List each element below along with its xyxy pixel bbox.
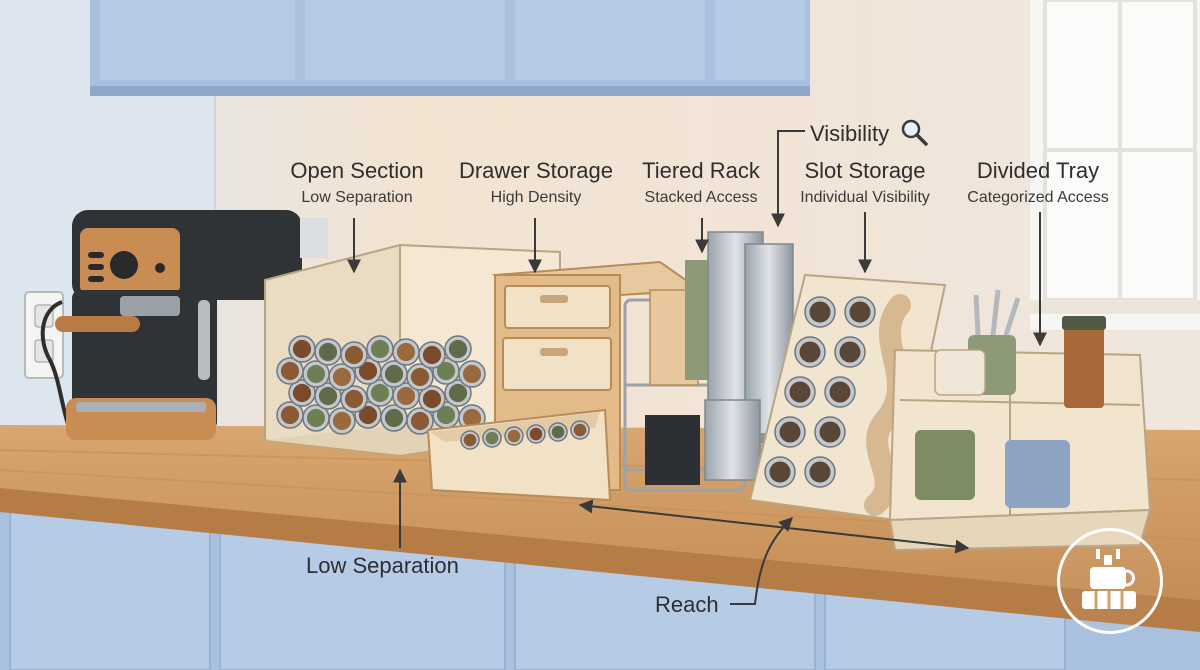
coffee-pod-lid	[422, 389, 442, 409]
coffee-pod-lid	[462, 408, 482, 428]
coffee-pod-lid	[318, 386, 338, 406]
coffee-pod-lid	[829, 381, 851, 403]
label-divided-tray: Divided Tray Categorized Access	[958, 158, 1118, 208]
coffee-pod-lid	[306, 364, 326, 384]
label-slot-storage: Slot Storage Individual Visibility	[785, 158, 945, 208]
espresso-machine	[40, 210, 328, 440]
slot-storage-title: Slot Storage	[804, 158, 926, 183]
coffee-pod-lid	[769, 461, 791, 483]
coffee-pod-lid	[789, 381, 811, 403]
open-section-subtitle: Low Separation	[301, 189, 413, 206]
coffee-pod-lid	[809, 301, 831, 323]
coffee-pod-lid	[292, 339, 312, 359]
coffee-pod-lid	[779, 421, 801, 443]
slot-pods	[764, 296, 876, 488]
tiered-rack-subtitle: Stacked Access	[644, 189, 758, 206]
coffee-pod-lid	[410, 411, 430, 431]
coffee-pod-lid	[332, 411, 352, 431]
coffee-pod-lid	[819, 421, 841, 443]
upper-cabinets	[90, 0, 810, 96]
coffee-pods-pile	[276, 335, 486, 435]
coffee-pod-lid	[332, 367, 352, 387]
coffee-pod-lid	[396, 342, 416, 362]
drawer-storage-title: Drawer Storage	[458, 158, 614, 183]
slot-storage-subtitle: Individual Visibility	[800, 189, 930, 206]
low-separation-callout: Low Separation	[306, 553, 459, 578]
magnifier-icon	[901, 119, 928, 146]
coffee-pod-lid	[422, 345, 442, 365]
drawer-pods	[460, 420, 590, 450]
coffee-pod-lid	[370, 383, 390, 403]
coffee-pod-lid	[507, 429, 521, 443]
callout-arrows	[347, 130, 1047, 605]
coffee-pod-lid	[344, 389, 364, 409]
label-tiered-rack: Tiered Rack Stacked Access	[630, 158, 772, 208]
coffee-pod-lid	[436, 405, 456, 425]
coffee-pod-lid	[358, 405, 378, 425]
coffee-pod-lid	[280, 361, 300, 381]
visibility-label: Visibility	[810, 121, 890, 146]
coffee-station-logo-icon	[1057, 528, 1163, 634]
coffee-pod-lid	[410, 367, 430, 387]
tiered-rack-title: Tiered Rack	[642, 158, 760, 183]
coffee-pod-lid	[839, 341, 861, 363]
coffee-pod-lid	[396, 386, 416, 406]
coffee-pod-lid	[280, 405, 300, 425]
coffee-pod-lid	[292, 383, 312, 403]
label-drawer-storage: Drawer Storage High Density	[447, 158, 625, 208]
coffee-pod-lid	[344, 345, 364, 365]
coffee-pod-lid	[551, 425, 565, 439]
divided-tray-title: Divided Tray	[976, 158, 1100, 183]
coffee-pod-lid	[384, 408, 404, 428]
coffee-pod-lid	[485, 431, 499, 445]
coffee-pod-lid	[809, 461, 831, 483]
coffee-pod-lid	[849, 301, 871, 323]
label-open-section: Open Section Low Separation	[272, 158, 442, 208]
coffee-pod-lid	[306, 408, 326, 428]
coffee-pod-lid	[463, 433, 477, 447]
coffee-pod-lid	[384, 364, 404, 384]
coffee-pod-lid	[358, 361, 378, 381]
window	[1030, 0, 1200, 330]
coffee-pod-lid	[318, 342, 338, 362]
coffee-pod-lid	[448, 339, 468, 359]
coffee-pod-lid	[573, 423, 587, 437]
open-section-title: Open Section	[290, 158, 424, 183]
coffee-pod-lid	[462, 364, 482, 384]
tiered-rack	[623, 231, 794, 492]
reach-callout: Reach	[655, 592, 719, 617]
coffee-pod-lid	[436, 361, 456, 381]
coffee-pod-lid	[370, 339, 390, 359]
coffee-pod-lid	[799, 341, 821, 363]
coffee-pod-lid	[448, 383, 468, 403]
visibility-callout: Visibility	[810, 117, 929, 147]
divided-tray-subtitle: Categorized Access	[967, 189, 1109, 206]
drawer-storage-subtitle: High Density	[490, 189, 582, 206]
coffee-pod-lid	[529, 427, 543, 441]
